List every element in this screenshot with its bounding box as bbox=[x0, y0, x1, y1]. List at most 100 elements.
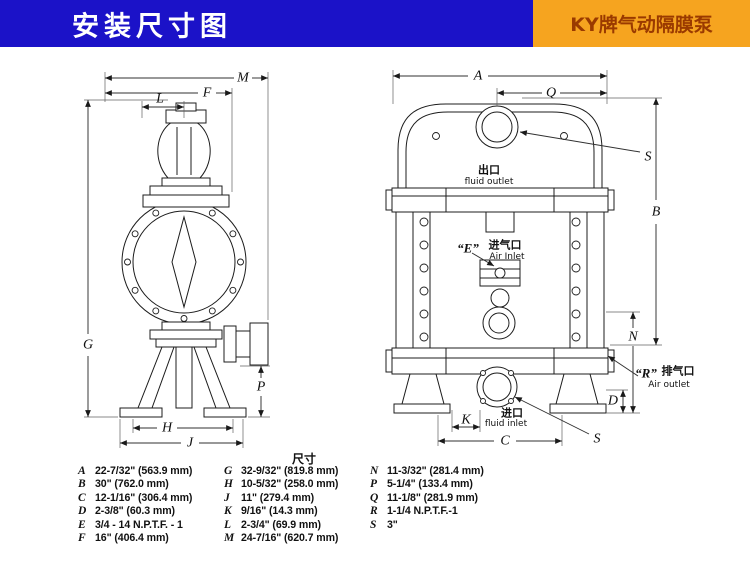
dim-label-q: Q bbox=[546, 86, 556, 101]
dim-letter: C bbox=[78, 491, 86, 504]
dim-F: F bbox=[105, 86, 233, 192]
brand-badge: KY牌气动隔膜泵 bbox=[533, 0, 750, 47]
dim-label-n: N bbox=[627, 330, 638, 345]
dim-label-s-bottom: S bbox=[594, 432, 601, 447]
dim-letter: P bbox=[370, 478, 378, 491]
pump-side-view bbox=[119, 102, 269, 418]
dim-label-a: A bbox=[473, 69, 483, 84]
dim-label-j: J bbox=[187, 436, 194, 451]
dim-letter: N bbox=[370, 465, 379, 477]
dim-G: G bbox=[83, 99, 168, 418]
dim-label-m: M bbox=[236, 71, 250, 86]
dim-S-bottom: S bbox=[514, 396, 601, 447]
table-row: K 9/16" (14.3 mm) bbox=[224, 505, 370, 518]
table-row: H 10-5/32" (258.0 mm) bbox=[224, 478, 370, 491]
dim-label-h: H bbox=[161, 421, 173, 436]
fluid-outlet-label-cn: 出口 bbox=[478, 163, 500, 177]
dim-value: 2-3/4" (69.9 mm) bbox=[241, 518, 321, 531]
dimension-table: 尺寸 A 22-7/32" (563.9 mm) B 30" (762.0 mm… bbox=[78, 448, 718, 545]
dim-value: 30" (762.0 mm) bbox=[95, 478, 169, 491]
dim-value: 12-1/16" (306.4 mm) bbox=[95, 491, 193, 504]
dim-value: 32-9/32" (819.8 mm) bbox=[241, 465, 339, 477]
air-inlet-ref-label: “E” bbox=[457, 241, 479, 256]
table-columns: A 22-7/32" (563.9 mm) B 30" (762.0 mm) C… bbox=[78, 448, 718, 545]
front-view-annotations: 出口 fluid outlet “E” 进气口 Air Inlet “R” 排气… bbox=[457, 163, 694, 430]
fluid-outlet-label-en: fluid outlet bbox=[465, 177, 514, 187]
dim-value: 1-1/4 N.P.T.F.-1 bbox=[387, 505, 458, 518]
dim-value: 9/16" (14.3 mm) bbox=[241, 505, 318, 518]
dim-value: 3" bbox=[387, 518, 398, 531]
dim-label-k: K bbox=[460, 413, 471, 428]
dim-L: L bbox=[141, 92, 185, 118]
table-row: M 24-7/16" (620.7 mm) bbox=[224, 532, 370, 545]
dim-P: P bbox=[240, 365, 270, 418]
dim-label-b: B bbox=[652, 205, 661, 220]
dim-K: K bbox=[451, 410, 481, 432]
table-row: C 12-1/16" (306.4 mm) bbox=[78, 492, 224, 505]
dim-S-top: S bbox=[519, 130, 652, 165]
fluid-inlet-label-cn: 进口 bbox=[501, 406, 523, 420]
table-row: G 32-9/32" (819.8 mm) bbox=[224, 465, 370, 478]
dim-letter: E bbox=[78, 518, 86, 531]
table-column-1: A 22-7/32" (563.9 mm) B 30" (762.0 mm) C… bbox=[78, 465, 224, 545]
dim-label-f: F bbox=[202, 86, 212, 101]
air-outlet-label-cn: 排气口 bbox=[662, 364, 695, 378]
table-row: E 3/4 - 14 N.P.T.F. - 1 bbox=[78, 519, 224, 532]
dim-letter: M bbox=[224, 531, 235, 544]
air-inlet-label-en: Air Inlet bbox=[489, 252, 525, 262]
table-row: P 5-1/4" (133.4 mm) bbox=[370, 478, 484, 491]
table-row: Q 11-1/8" (281.9 mm) bbox=[370, 492, 484, 505]
dim-value: 11" (279.4 mm) bbox=[241, 491, 315, 504]
table-row: N 11-3/32" (281.4 mm) bbox=[370, 465, 484, 478]
dim-D: D bbox=[606, 389, 628, 413]
air-inlet-label-cn: 进气口 bbox=[489, 238, 522, 252]
dim-value: 5-1/4" (133.4 mm) bbox=[387, 478, 473, 491]
front-view-dimensions: A Q S B N D bbox=[392, 69, 662, 449]
dim-value: 11-3/32" (281.4 mm) bbox=[387, 465, 484, 477]
dim-letter: H bbox=[224, 478, 233, 491]
dim-letter: F bbox=[78, 531, 86, 544]
pump-front-view bbox=[385, 103, 615, 414]
table-row: R 1-1/4 N.P.T.F.-1 bbox=[370, 505, 484, 518]
dim-label-g: G bbox=[83, 338, 93, 353]
dim-value: 22-7/32" (563.9 mm) bbox=[95, 465, 193, 477]
dim-value: 10-5/32" (258.0 mm) bbox=[241, 478, 339, 491]
dim-value: 24-7/16" (620.7 mm) bbox=[241, 531, 339, 544]
dim-letter: S bbox=[370, 518, 377, 531]
table-column-2: G 32-9/32" (819.8 mm) H 10-5/32" (258.0 … bbox=[224, 465, 370, 545]
dim-letter: B bbox=[78, 478, 86, 491]
table-row: A 22-7/32" (563.9 mm) bbox=[78, 465, 224, 478]
dim-value: 3/4 - 14 N.P.T.F. - 1 bbox=[95, 518, 183, 531]
dim-C: C bbox=[437, 415, 563, 449]
dim-letter: K bbox=[224, 505, 232, 518]
dim-letter: Q bbox=[370, 491, 379, 504]
air-outlet-label-en: Air outlet bbox=[648, 380, 690, 390]
header: 安装尺寸图 KY牌气动隔膜泵 bbox=[0, 0, 750, 47]
dim-value: 16" (406.4 mm) bbox=[95, 531, 169, 544]
dim-J: J bbox=[119, 419, 244, 451]
page-title: 安装尺寸图 bbox=[72, 11, 232, 42]
table-row: S 3" bbox=[370, 519, 484, 532]
dim-H: H bbox=[132, 419, 234, 436]
dim-value: 11-1/8" (281.9 mm) bbox=[387, 491, 478, 504]
brand-badge-text: KY牌气动隔膜泵 bbox=[570, 14, 713, 36]
dim-A: A bbox=[392, 69, 608, 104]
dim-letter: G bbox=[224, 465, 233, 477]
dim-letter: A bbox=[78, 465, 86, 477]
dim-letter: R bbox=[370, 505, 378, 518]
dim-label-p: P bbox=[256, 380, 266, 395]
table-row: J 11" (279.4 mm) bbox=[224, 492, 370, 505]
dim-value: 2-3/8" (60.3 mm) bbox=[95, 505, 175, 518]
dim-Q: Q bbox=[496, 86, 607, 106]
table-title: 尺寸 bbox=[292, 452, 317, 466]
fluid-inlet-label-en: fluid inlet bbox=[485, 419, 528, 429]
dim-label-l: L bbox=[155, 92, 164, 107]
dim-label-d: D bbox=[607, 394, 618, 409]
dim-B: B bbox=[522, 97, 662, 346]
table-column-3: N 11-3/32" (281.4 mm) P 5-1/4" (133.4 mm… bbox=[370, 465, 484, 545]
dim-label-c: C bbox=[500, 434, 510, 449]
dim-M: M bbox=[104, 71, 269, 320]
dim-letter: L bbox=[224, 518, 232, 531]
table-row: B 30" (762.0 mm) bbox=[78, 478, 224, 491]
